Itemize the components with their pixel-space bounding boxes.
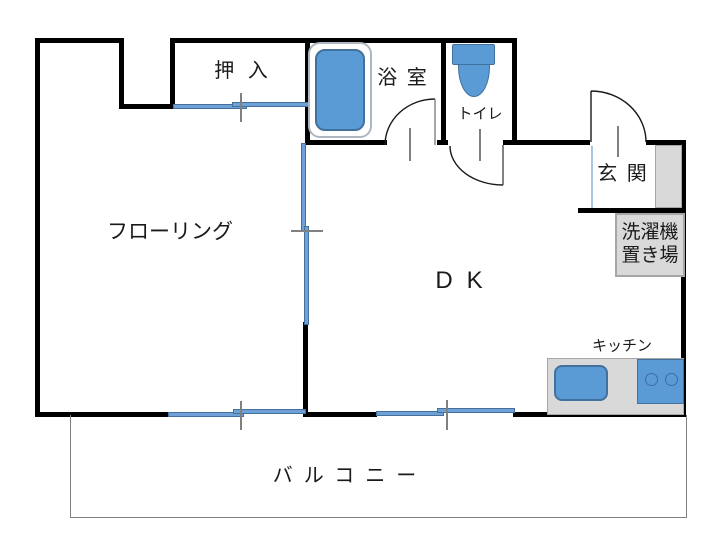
wall-entrance-bottom — [578, 208, 686, 213]
wall-stub-toilet-right — [503, 140, 517, 145]
balcony-outline — [70, 415, 687, 518]
washer-space-label-line1: 洗濯機 — [621, 222, 679, 244]
wall-corridor — [517, 140, 590, 145]
tick-flooring-window — [240, 401, 242, 430]
flooring-room-label: フローリング — [107, 220, 233, 244]
wall-bottom-center — [303, 412, 377, 417]
bathtub-icon — [315, 49, 365, 131]
wall-right-outer — [681, 140, 686, 417]
dk-window-a — [376, 411, 444, 416]
shoe-cabinet — [655, 145, 682, 208]
stove-burner-left — [645, 373, 658, 386]
wall-entrance-right-top — [646, 140, 686, 145]
balcony-label: バルコニー — [272, 465, 428, 487]
kitchen-sink-icon — [554, 365, 608, 401]
closet-sliding-door-b — [232, 102, 309, 107]
tick-toilet-door — [479, 129, 481, 161]
wall-notch-bottom — [119, 104, 175, 109]
entrance-label: 玄 関 — [597, 163, 649, 185]
entrance-step-line — [591, 146, 593, 208]
wall-top-main — [170, 38, 517, 43]
wall-bathroom-left — [305, 38, 310, 145]
tick-divider-door — [291, 230, 323, 232]
wall-room-divider — [303, 322, 308, 417]
bathroom-label: 浴 室 — [377, 67, 429, 89]
washer-space-label-line2: 置き場 — [621, 245, 679, 266]
tick-closet-door — [240, 93, 242, 122]
divider-sliding-door-a — [301, 143, 306, 232]
wall-stub-bath-toilet — [437, 140, 448, 145]
tick-dk-window — [446, 400, 448, 430]
toilet-tank-icon — [452, 44, 495, 65]
wall-notch-left — [119, 38, 124, 109]
tick-entrance-door — [617, 126, 619, 157]
tick-bathroom-door — [409, 128, 411, 161]
wall-left-outer — [35, 38, 40, 417]
flooring-window-a — [168, 412, 244, 417]
wall-bottom-left — [35, 412, 168, 417]
wall-top-left — [35, 38, 123, 43]
divider-sliding-door-b — [304, 226, 309, 325]
flooring-window-b — [233, 409, 306, 414]
wall-toilet-right — [512, 38, 517, 145]
dk-window-b — [437, 408, 515, 413]
wall-closet-left — [170, 38, 175, 109]
toilet-label: トイレ — [457, 105, 503, 123]
washer-space-box: 洗濯機 置き場 — [615, 213, 685, 277]
kitchen-label: キッチン — [591, 337, 653, 355]
gas-stove-icon — [637, 359, 684, 404]
dining-kitchen-label: DK — [435, 267, 497, 294]
wall-toilet-left — [441, 38, 446, 145]
wall-bathroom-bottom — [305, 140, 387, 145]
toilet-door-arc — [449, 145, 504, 186]
stove-burner-right — [665, 373, 678, 386]
closet-label: 押 入 — [214, 60, 272, 82]
